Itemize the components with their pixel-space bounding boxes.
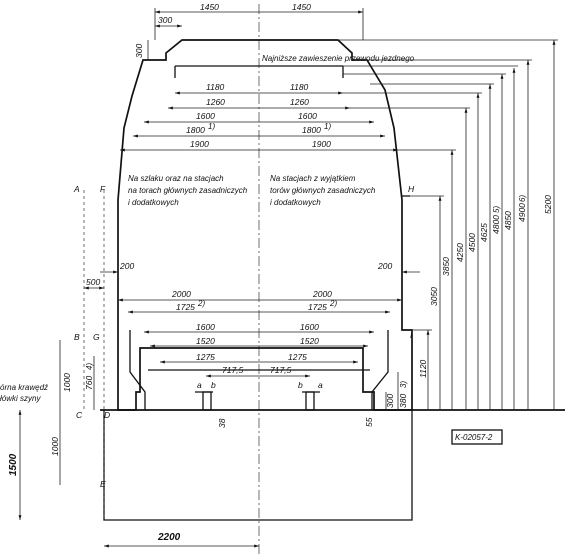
dim-1500: 1500: [8, 453, 19, 476]
dim-b-left: b: [211, 380, 216, 390]
dim-2200: 2200: [157, 532, 181, 543]
right-note-line2: torów głównych zasadniczych: [270, 186, 376, 195]
dim-1800-right: 1800: [302, 125, 321, 135]
dim-4500: 4500: [467, 233, 477, 252]
dim-1900-right: 1900: [312, 139, 331, 149]
dim-2000-right: 2000: [312, 289, 332, 299]
dim-5200: 5200: [543, 195, 553, 214]
dim-380: 380: [398, 394, 408, 408]
dim-a-right: a: [318, 380, 323, 390]
dim-55: 55: [364, 417, 374, 427]
dim-1450-left: 1450: [200, 2, 219, 12]
fn1-right: 1): [324, 122, 331, 131]
dim-1260-right: 1260: [290, 97, 309, 107]
dim-300-top: 300: [158, 15, 172, 25]
dim-7175-right: 717,5: [270, 365, 292, 375]
fn5: 5): [492, 206, 501, 213]
dim-1260-left: 1260: [206, 97, 225, 107]
fn4: 4): [85, 363, 94, 370]
drawing-code: K-02057-2: [455, 433, 493, 442]
dim-1450-right: 1450: [292, 2, 311, 12]
dim-1120: 1120: [418, 359, 428, 378]
right-note-line1: Na stacjach z wyjątkiem: [270, 174, 356, 183]
dim-1180-right: 1180: [290, 82, 309, 92]
point-i: I: [410, 330, 413, 340]
height-dim-lines: [338, 39, 558, 410]
dim-1900-left: 1900: [190, 139, 209, 149]
dim-1725-left: 1725: [176, 302, 195, 312]
dim-200-right: 200: [377, 261, 392, 271]
point-h: H: [408, 184, 415, 194]
left-note-line1: Na szlaku oraz na stacjach: [128, 174, 224, 183]
lower-clearance-box: [103, 410, 413, 521]
left-note-line3: i dodatkowych: [128, 198, 179, 207]
fn1-left: 1): [208, 122, 215, 131]
drawing-code-box: [451, 429, 503, 445]
point-a: A: [73, 184, 80, 194]
dim-4900: 4900: [517, 203, 527, 222]
dim-200-left: 200: [119, 261, 134, 271]
dim-1520-right: 1520: [300, 336, 319, 346]
dim-4250: 4250: [455, 243, 465, 262]
dim-1275-left: 1275: [196, 352, 215, 362]
dim-b-right: b: [298, 380, 303, 390]
rail-top-label-2: łówki szyny: [0, 394, 41, 403]
rail-top-label-1: órna krawędź: [0, 383, 48, 392]
dim-1275-right: 1275: [288, 352, 307, 362]
point-e: E: [100, 479, 106, 489]
dim-760: 760: [84, 376, 94, 390]
fn6: 6): [518, 195, 527, 202]
dim-2000-left: 2000: [171, 289, 191, 299]
dim-3050: 3050: [429, 287, 439, 306]
catenary-label: Najniższe zawieszenie przewodu jezdnego: [262, 54, 415, 63]
pantograph-inner: [174, 66, 344, 78]
dim-1600-low-right: 1600: [300, 322, 319, 332]
dim-1000-up: 1000: [62, 373, 72, 392]
dim-1600-left: 1600: [196, 111, 215, 121]
dim-300-rail: 300: [385, 394, 395, 408]
gauge-outline: [117, 39, 413, 411]
point-f: F: [100, 184, 106, 194]
dim-500: 500: [86, 277, 100, 287]
dim-4800: 4800: [491, 215, 501, 234]
dim-3850: 3850: [441, 257, 451, 276]
dim-1600-low-left: 1600: [196, 322, 215, 332]
dim-38: 38: [217, 418, 227, 428]
fn2-right: 2): [329, 299, 337, 308]
point-b: B: [74, 332, 80, 342]
dim-1800-left: 1800: [186, 125, 205, 135]
dim-1000-down: 1000: [50, 437, 60, 456]
fn2-left: 2): [197, 299, 205, 308]
right-note-line3: i dodatkowych: [270, 198, 321, 207]
rail-right: [305, 391, 315, 411]
left-note-line2: na torach głównych zasadniczych: [128, 186, 248, 195]
dim-4850: 4850: [503, 211, 513, 230]
dim-7175-left: 717,5: [222, 365, 244, 375]
fn3: 3): [399, 381, 408, 388]
dim-a-left: a: [197, 380, 202, 390]
rail-left: [202, 391, 212, 411]
point-d: D: [104, 410, 110, 420]
dim-1180-left: 1180: [206, 82, 225, 92]
dim-1725-right: 1725: [308, 302, 327, 312]
lower-structure: [129, 330, 389, 410]
dim-4625: 4625: [479, 223, 489, 242]
point-g: G: [93, 332, 100, 342]
dim-1520-left: 1520: [196, 336, 215, 346]
dim-1600-right: 1600: [298, 111, 317, 121]
point-c: C: [76, 410, 83, 420]
dim-300-left: 300: [134, 44, 144, 58]
